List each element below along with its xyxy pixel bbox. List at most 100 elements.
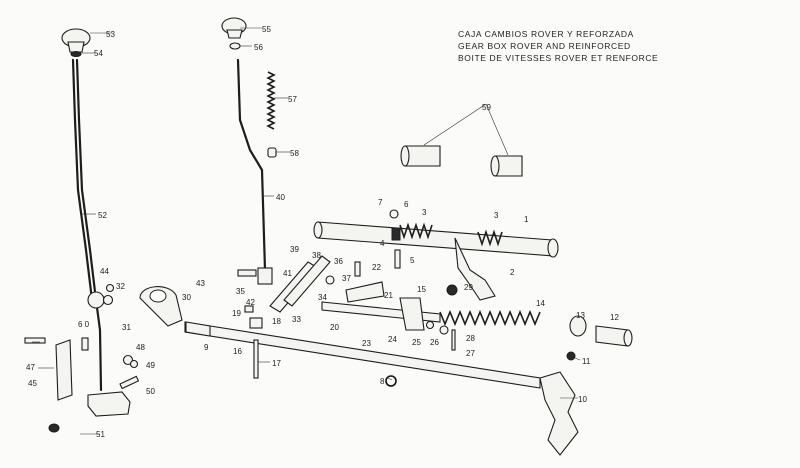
callout-18: 18 bbox=[272, 317, 281, 326]
shaft-end-9 bbox=[185, 321, 211, 337]
bolt-50 bbox=[119, 375, 140, 390]
callout-5: 5 bbox=[410, 256, 415, 265]
circled-part-8 bbox=[385, 375, 397, 387]
small-parts bbox=[244, 305, 456, 379]
fork-2 bbox=[454, 237, 496, 301]
shaft-body bbox=[184, 321, 541, 389]
knob-neck bbox=[67, 41, 85, 53]
gear-lever-left bbox=[61, 28, 131, 417]
callout-33: 33 bbox=[292, 315, 301, 324]
screw-22 bbox=[354, 261, 361, 277]
shaft-1-end bbox=[313, 221, 323, 239]
callout-13: 13 bbox=[576, 311, 585, 320]
callout-31: 31 bbox=[122, 323, 131, 332]
callout-56: 56 bbox=[254, 43, 263, 52]
callout-22: 22 bbox=[372, 263, 381, 272]
callout-32: 32 bbox=[116, 282, 125, 291]
nut-6 bbox=[389, 209, 399, 219]
callout-42: 42 bbox=[246, 298, 255, 307]
plate-21 bbox=[345, 281, 385, 303]
washer-18 bbox=[244, 305, 254, 313]
shaft-1-body bbox=[317, 221, 555, 257]
upper-shaft-1 bbox=[313, 209, 559, 301]
nut-54 bbox=[70, 51, 82, 57]
callout-12: 12 bbox=[610, 313, 619, 322]
pin-60 bbox=[81, 337, 89, 351]
title-french: BOITE DE VITESSES ROVER ET RENFORCE bbox=[458, 53, 659, 63]
lever-rod-52-edge bbox=[71, 58, 94, 302]
callout-57: 57 bbox=[288, 95, 297, 104]
callout-27: 27 bbox=[466, 349, 475, 358]
block-15 bbox=[399, 297, 425, 331]
callout-58: 58 bbox=[290, 149, 299, 158]
plate-33b bbox=[283, 255, 331, 307]
callout-11: 11 bbox=[582, 357, 591, 366]
callout-35b: 35 bbox=[236, 287, 245, 296]
lever-base bbox=[87, 391, 131, 417]
callout-24: 24 bbox=[388, 335, 397, 344]
callout-50: 50 bbox=[146, 387, 155, 396]
nut-29 bbox=[446, 284, 458, 296]
selector-rod-40 bbox=[236, 58, 267, 272]
callout-21: 21 bbox=[384, 291, 393, 300]
selector-lever-center bbox=[221, 17, 277, 285]
bolt-17 bbox=[253, 339, 259, 379]
fork-10 bbox=[539, 351, 579, 456]
callout-labels: 53 54 55 56 57 58 40 52 59 1 2 3 3 4 5 6… bbox=[26, 25, 619, 439]
lever-ball bbox=[87, 291, 105, 309]
washer-31-32 bbox=[102, 294, 114, 306]
callout-4: 4 bbox=[380, 239, 385, 248]
fork-10-body bbox=[539, 371, 579, 456]
callout-49: 49 bbox=[146, 361, 155, 370]
ring-25 bbox=[425, 320, 435, 330]
callout-36: 36 bbox=[334, 257, 343, 266]
callout-34: 34 bbox=[318, 293, 327, 302]
callout-41: 41 bbox=[283, 269, 292, 278]
callout-43: 43 bbox=[196, 279, 205, 288]
shaft-1-end-right bbox=[547, 238, 559, 258]
title-english: GEAR BOX ROVER AND REINFORCED bbox=[458, 41, 631, 51]
callout-25: 25 bbox=[412, 338, 421, 347]
knob-55-neck bbox=[226, 29, 243, 39]
callout-48: 48 bbox=[136, 343, 145, 352]
collar-13 bbox=[569, 315, 587, 337]
callout-17: 17 bbox=[272, 359, 281, 368]
callout-20: 20 bbox=[330, 323, 339, 332]
washer-49 bbox=[129, 359, 139, 369]
callout-8: 8 bbox=[380, 377, 385, 386]
callout-52: 52 bbox=[98, 211, 107, 220]
callout-38: 38 bbox=[312, 251, 321, 260]
callout-54: 54 bbox=[94, 49, 103, 58]
ring-26 bbox=[439, 325, 449, 335]
callout-6: 6 bbox=[404, 200, 409, 209]
leader-lines bbox=[32, 27, 581, 435]
sleeve-12-end bbox=[623, 329, 633, 347]
callout-14: 14 bbox=[536, 299, 545, 308]
callout-1: 1 bbox=[524, 215, 529, 224]
callout-45: 45 bbox=[28, 379, 37, 388]
eye-bracket-30 bbox=[139, 286, 183, 327]
callout-47: 47 bbox=[26, 363, 35, 372]
washer-56 bbox=[229, 42, 241, 50]
bracket-45 bbox=[55, 339, 73, 401]
callout-30: 30 bbox=[182, 293, 191, 302]
callout-44: 44 bbox=[100, 267, 109, 276]
diagram-title: CAJA CAMBIOS ROVER Y REFORZADA GEAR BOX … bbox=[458, 28, 658, 64]
callout-19: 19 bbox=[232, 309, 241, 318]
callout-16: 16 bbox=[233, 347, 242, 356]
clamp-16 bbox=[249, 317, 263, 329]
callout-60: 6 0 bbox=[78, 320, 90, 329]
nut-51 bbox=[48, 423, 60, 433]
bushing-59-left-end bbox=[400, 145, 410, 167]
linkage-plates bbox=[269, 255, 385, 313]
bushing-59-left bbox=[404, 145, 441, 167]
bracket-30-hole bbox=[149, 289, 167, 303]
callout-3b: 3 bbox=[494, 211, 499, 220]
lower-shaft-assembly bbox=[321, 284, 633, 347]
washer-32 bbox=[105, 283, 115, 293]
callout-28: 28 bbox=[466, 334, 475, 343]
callout-9: 9 bbox=[204, 343, 209, 352]
spring-14 bbox=[439, 309, 541, 327]
spring-3b bbox=[477, 229, 503, 247]
callout-7: 7 bbox=[378, 198, 383, 207]
